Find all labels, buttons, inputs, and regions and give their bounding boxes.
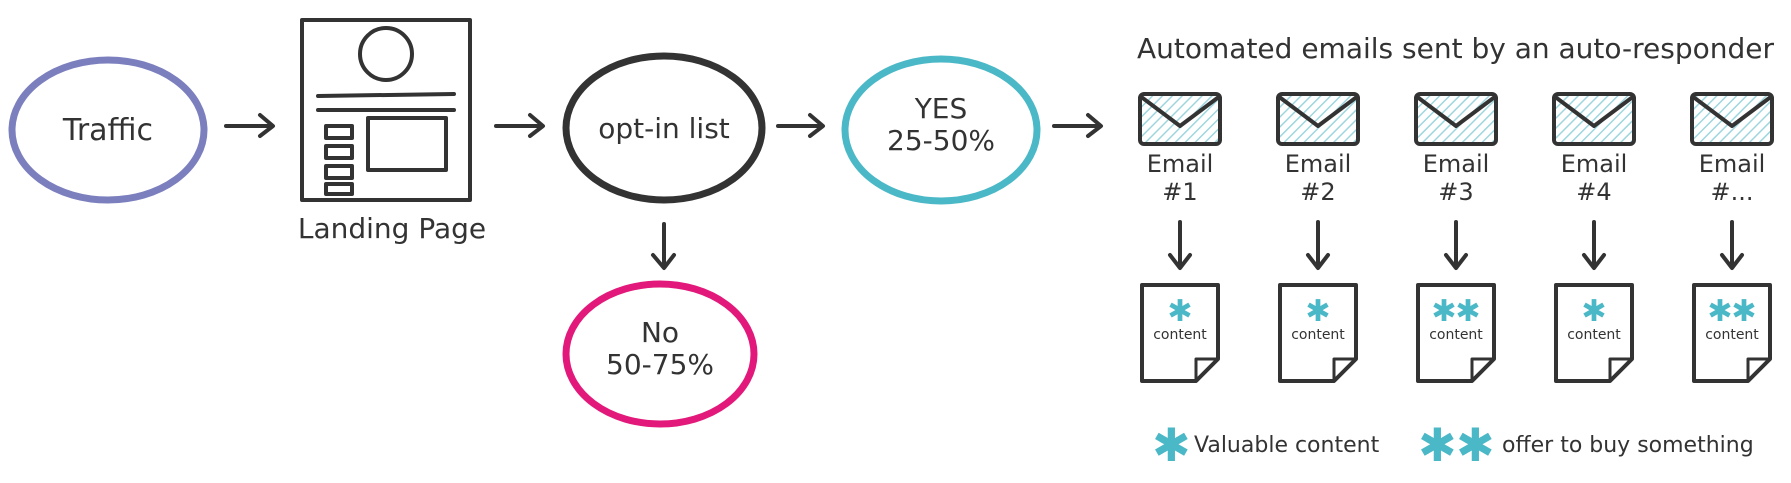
landing-page-icon xyxy=(300,18,472,202)
traffic-label: Traffic xyxy=(62,113,153,148)
arrow-down xyxy=(1582,220,1606,270)
yes-label: YES xyxy=(914,92,968,125)
arrow-optin-to-yes xyxy=(776,113,825,138)
legend-offer: ✱ ✱ offer to buy something xyxy=(1418,418,1754,472)
content-label: content xyxy=(1291,327,1345,343)
envelope-icon xyxy=(1690,92,1774,146)
email-number: #3 xyxy=(1438,178,1473,206)
content-label: content xyxy=(1705,327,1759,343)
email-label: Email xyxy=(1147,150,1214,178)
star-icon: ✱ xyxy=(1167,294,1192,329)
email-column: Email#4 ✱content xyxy=(1552,92,1636,383)
star-icon: ✱ xyxy=(1305,294,1330,329)
yes-percent: 25-50% xyxy=(887,124,995,157)
document-icon xyxy=(1554,283,1634,383)
content-label: content xyxy=(1429,327,1483,343)
document-icon xyxy=(1140,283,1220,383)
email-label: Email xyxy=(1561,150,1628,178)
email-number: #2 xyxy=(1300,178,1335,206)
arrow-landing-to-optin xyxy=(494,113,545,138)
document-icon xyxy=(1416,283,1496,383)
email-column: Email#2 ✱content xyxy=(1276,92,1360,383)
landing-page-node: Landing Page xyxy=(298,18,486,245)
star-icon: ✱ xyxy=(1731,294,1756,329)
email-label: Email xyxy=(1285,150,1352,178)
document-icon xyxy=(1692,283,1772,383)
arrow-down xyxy=(1306,220,1330,270)
optin-node: opt-in list xyxy=(562,52,766,204)
document-icon xyxy=(1278,283,1358,383)
arrow-down xyxy=(1168,220,1192,270)
no-circle xyxy=(562,280,758,428)
landing-page-label: Landing Page xyxy=(298,212,486,245)
star-icon: ✱ xyxy=(1707,294,1732,329)
no-label: No xyxy=(641,316,679,349)
arrow-down xyxy=(1720,220,1744,270)
email-column: Email#3 ✱✱content xyxy=(1414,92,1498,383)
arrow-yes-to-emails xyxy=(1052,113,1103,138)
envelope-icon xyxy=(1552,92,1636,146)
email-number: #4 xyxy=(1576,178,1611,206)
star-icon: ✱ xyxy=(1418,418,1457,472)
legend-offer-label: offer to buy something xyxy=(1502,433,1754,458)
optin-label: opt-in list xyxy=(598,112,730,145)
email-label: Email xyxy=(1699,150,1766,178)
optin-circle xyxy=(562,52,766,204)
content-label: content xyxy=(1567,327,1621,343)
envelope-icon xyxy=(1138,92,1222,146)
yes-node: YES 25-50% xyxy=(841,55,1041,205)
star-icon: ✱ xyxy=(1431,294,1456,329)
email-number: #1 xyxy=(1162,178,1197,206)
no-percent: 50-75% xyxy=(606,348,714,381)
traffic-node: Traffic xyxy=(8,56,208,204)
arrow-optin-to-no xyxy=(651,222,676,270)
yes-circle xyxy=(841,55,1041,205)
legend-valuable: ✱ Valuable content xyxy=(1152,418,1380,472)
email-columns: Email#1✱contentEmail#2✱contentEmail#3✱✱c… xyxy=(1138,92,1774,383)
arrow-down xyxy=(1444,220,1468,270)
legend: ✱ Valuable content ✱ ✱ offer to buy some… xyxy=(1152,418,1754,472)
star-icon: ✱ xyxy=(1152,418,1191,472)
arrow-traffic-to-landing xyxy=(224,113,275,138)
content-label: content xyxy=(1153,327,1207,343)
envelope-icon xyxy=(1276,92,1360,146)
envelope-icon xyxy=(1414,92,1498,146)
no-node: No 50-75% xyxy=(562,280,758,428)
star-icon: ✱ xyxy=(1456,418,1495,472)
traffic-circle xyxy=(8,56,208,204)
star-icon: ✱ xyxy=(1581,294,1606,329)
emails-title: Automated emails sent by an auto-respond… xyxy=(1137,32,1775,65)
email-number: #... xyxy=(1711,178,1754,206)
legend-valuable-label: Valuable content xyxy=(1194,433,1380,458)
email-column: Email#1 ✱content xyxy=(1138,92,1222,383)
star-icon: ✱ xyxy=(1455,294,1480,329)
email-column: Email#... ✱✱content xyxy=(1690,92,1774,383)
email-label: Email xyxy=(1423,150,1490,178)
